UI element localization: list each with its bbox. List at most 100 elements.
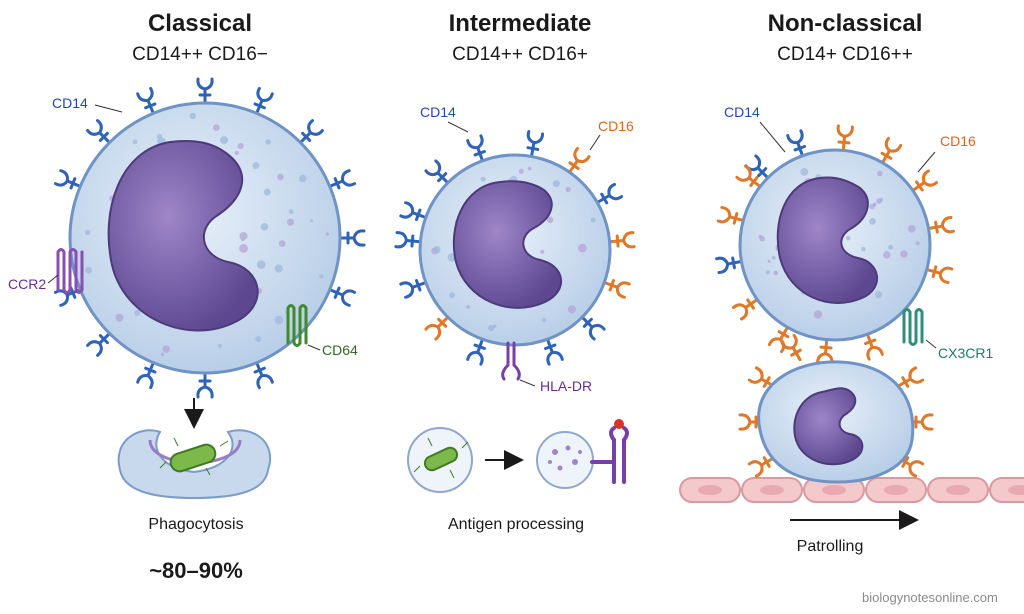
cd16-receptor: [735, 164, 762, 189]
granule: [869, 217, 876, 225]
cd14-label-leader-intermediate: [447, 121, 469, 133]
cd16-receptor: [836, 124, 854, 152]
endothelial-cell: [989, 477, 1024, 503]
granule: [565, 186, 571, 193]
intermediate-cd14-label: CD14: [420, 104, 456, 120]
hla-dr-label-leader: [519, 379, 536, 387]
granule: [156, 133, 163, 140]
cd16-receptor: [608, 231, 636, 249]
granule: [875, 291, 883, 299]
nonclassical-title: Non-classical: [767, 10, 923, 37]
nonclassical-cd16-label: CD16: [940, 133, 976, 149]
granule: [256, 260, 266, 270]
cd14-receptor: [86, 119, 112, 145]
granule: [813, 310, 823, 319]
granule: [449, 292, 456, 299]
cd14-receptor: [786, 129, 806, 158]
granule: [771, 255, 776, 260]
hla-dr-receptor: [501, 341, 521, 381]
granule: [546, 216, 554, 224]
granule: [552, 180, 560, 188]
phagocytosis-caption: Phagocytosis: [148, 516, 244, 533]
cd16-receptor: [424, 315, 450, 341]
endothelial-cell-lining: [679, 477, 1024, 503]
cd14-receptor: [595, 182, 624, 205]
source-credit: biologynotesonline.com: [862, 590, 998, 605]
phagocytic-cup: [117, 429, 271, 500]
intermediate-markers: CD14++ CD16+: [452, 44, 588, 65]
granule: [160, 352, 165, 357]
cd16-receptor: [927, 215, 955, 234]
cd64-receptor: [286, 304, 308, 347]
cx3cr1-label: CX3CR1: [938, 345, 994, 361]
ccr2-label-leader: [47, 274, 59, 284]
granule: [433, 245, 441, 254]
cd14-label-leader-classical: [94, 104, 123, 113]
cd16-receptor: [880, 136, 903, 165]
granule: [319, 274, 324, 279]
granule: [263, 188, 271, 196]
cd16-receptor: [780, 333, 802, 362]
granule: [883, 251, 891, 259]
endothelial-nucleus: [698, 485, 722, 495]
classical-percentage: ~80–90%: [149, 558, 243, 583]
cd14-receptor: [399, 201, 428, 221]
intermediate-nucleus: [452, 180, 563, 309]
antigen-processing-caption: Antigen processing: [447, 516, 585, 533]
granule: [861, 246, 866, 252]
endothelial-nucleus: [1008, 485, 1024, 495]
granule: [189, 112, 196, 120]
classical-title: Classical: [147, 10, 253, 37]
granule: [278, 240, 286, 248]
granule: [773, 270, 779, 276]
antigen-fragments: [548, 445, 582, 471]
granule: [527, 166, 532, 171]
cd14-receptor: [544, 337, 564, 366]
granule: [217, 343, 222, 349]
cd14-receptor: [253, 86, 274, 115]
cd16-receptor: [816, 338, 834, 366]
patrolling-nucleus: [793, 387, 864, 466]
granule: [299, 174, 307, 183]
cd16-receptor: [732, 297, 759, 321]
granule: [309, 219, 313, 223]
granule: [162, 345, 171, 353]
granule: [274, 264, 283, 273]
cd14-receptor: [298, 119, 324, 145]
cd16-receptor: [925, 265, 954, 285]
granule: [488, 324, 495, 332]
intermediate-cd16-label: CD16: [598, 118, 634, 134]
antigen-fragments-vesicle: [536, 431, 594, 489]
granule: [234, 150, 239, 155]
patrolling-caption: Patrolling: [796, 538, 864, 555]
nonclassical-nucleus: [776, 176, 879, 304]
granule: [845, 235, 851, 241]
granule: [466, 305, 470, 309]
granule: [900, 250, 908, 258]
granule: [759, 235, 765, 242]
cd16-receptor: [747, 456, 776, 478]
granule: [480, 176, 486, 182]
granule: [84, 229, 91, 236]
cd16-receptor: [716, 205, 745, 225]
cx3cr1-receptor: [902, 308, 924, 346]
ccr2-receptor: [56, 248, 84, 294]
classical-cd14-receptors: [53, 77, 366, 399]
cd64-label: CD64: [322, 342, 358, 358]
cd16-receptor: [567, 147, 591, 174]
granule: [220, 136, 229, 145]
granule: [260, 222, 269, 231]
cd16-receptor: [602, 279, 631, 299]
cd14-receptor: [53, 169, 82, 190]
granule: [134, 309, 141, 317]
cd14-receptor: [399, 279, 428, 299]
cd14-receptor: [338, 229, 366, 247]
classical-markers: CD14++ CD16−: [132, 44, 268, 65]
granule: [325, 232, 330, 236]
cd16-receptor: [896, 366, 925, 388]
granule: [877, 170, 883, 177]
endothelial-nucleus: [822, 485, 846, 495]
granule: [542, 318, 547, 323]
